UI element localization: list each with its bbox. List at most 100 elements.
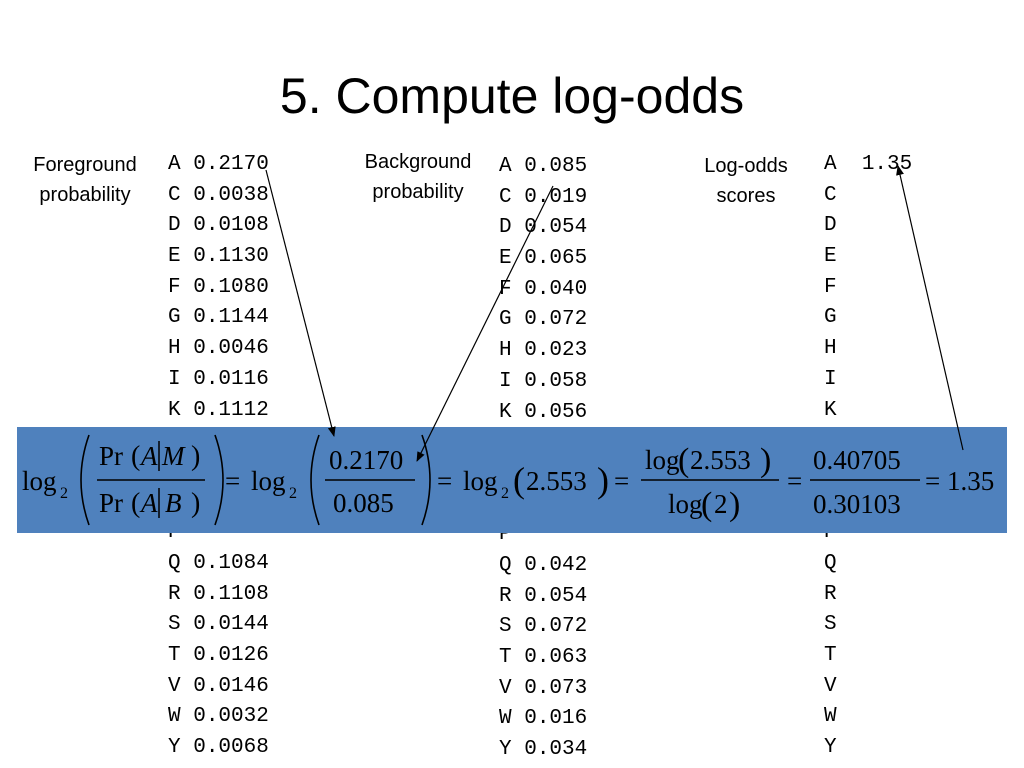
probability-value: 0.0116 bbox=[193, 367, 269, 391]
eq-close-4: ) bbox=[760, 442, 771, 479]
amino-acid-letter: I bbox=[499, 369, 512, 393]
amino-acid-letter: S bbox=[168, 613, 181, 637]
amino-acid-letter: T bbox=[168, 644, 181, 667]
eq-paren-left-1 bbox=[80, 434, 90, 526]
amino-acid-row: V 0.073 bbox=[499, 674, 587, 705]
probability-value: 0.072 bbox=[524, 615, 588, 639]
amino-acid-letter: E bbox=[499, 247, 512, 271]
amino-acid-letter: D bbox=[168, 214, 181, 238]
amino-acid-row: E 0.1130 bbox=[168, 242, 269, 273]
amino-acid-row: T bbox=[824, 641, 912, 672]
amino-acid-letter: Y bbox=[168, 736, 181, 760]
eq-log-3: log bbox=[463, 466, 498, 496]
probability-value: 0.065 bbox=[524, 247, 588, 271]
eq-log-1: log bbox=[22, 466, 57, 496]
eq-ratio-2: 2.553 bbox=[690, 445, 751, 475]
amino-acid-letter: R bbox=[499, 584, 512, 608]
probability-value: 0.0068 bbox=[193, 736, 269, 760]
amino-acid-letter: T bbox=[499, 646, 512, 669]
amino-acid-letter: H bbox=[824, 337, 837, 361]
log-odds-equation: log 2 Pr ( A M ) Pr ( A B ) = log 2 0.21… bbox=[22, 434, 994, 526]
probability-value: 0.0126 bbox=[193, 644, 269, 667]
eq-open-den: ( bbox=[131, 488, 140, 519]
probability-value: 0.058 bbox=[524, 369, 588, 393]
amino-acid-letter: D bbox=[824, 214, 837, 238]
probability-value: 0.1084 bbox=[193, 551, 269, 575]
amino-acid-row: G bbox=[824, 303, 912, 334]
amino-acid-row: F bbox=[824, 273, 912, 304]
amino-acid-letter: W bbox=[168, 705, 181, 729]
eq-b: B bbox=[165, 488, 182, 518]
amino-acid-letter: C bbox=[824, 183, 837, 207]
eq-open-num: ( bbox=[131, 441, 140, 472]
amino-acid-row: F 0.1080 bbox=[168, 273, 269, 304]
amino-acid-row: G 0.072 bbox=[499, 305, 587, 336]
amino-acid-row: A 0.2170 bbox=[168, 150, 269, 181]
probability-value: 0.072 bbox=[524, 308, 588, 332]
probability-value: 0.063 bbox=[524, 646, 588, 669]
eq-base-1: 2 bbox=[60, 485, 68, 502]
amino-acid-row: C 0.019 bbox=[499, 183, 587, 214]
probability-value: 0.2170 bbox=[193, 153, 269, 176]
eq-open-5: ( bbox=[701, 486, 712, 523]
amino-acid-letter: S bbox=[824, 613, 837, 637]
probability-value: 0.073 bbox=[524, 676, 588, 700]
eq-close-den: ) bbox=[191, 488, 200, 519]
probability-value: 0.040 bbox=[524, 277, 588, 301]
amino-acid-row: A 1.35 bbox=[824, 150, 912, 181]
eq-equals-2: = bbox=[437, 466, 452, 496]
amino-acid-letter: Y bbox=[499, 738, 512, 762]
eq-pr-den: Pr bbox=[99, 488, 123, 518]
eq-paren-right-1 bbox=[214, 434, 224, 526]
probability-value: 0.023 bbox=[524, 339, 588, 363]
amino-acid-row: D 0.0108 bbox=[168, 211, 269, 242]
eq-close-5: ) bbox=[729, 486, 740, 523]
amino-acid-row: C 0.0038 bbox=[168, 181, 269, 212]
amino-acid-letter: G bbox=[824, 306, 837, 330]
amino-acid-letter: D bbox=[499, 216, 512, 240]
amino-acid-letter: G bbox=[499, 308, 512, 332]
probability-value: 0.1130 bbox=[193, 245, 269, 269]
amino-acid-row: A 0.085 bbox=[499, 152, 587, 183]
amino-acid-row: S bbox=[824, 610, 912, 641]
amino-acid-row: D bbox=[824, 211, 912, 242]
eq-pr-num: Pr bbox=[99, 441, 123, 471]
amino-acid-row: H bbox=[824, 334, 912, 365]
amino-acid-row: Y bbox=[824, 733, 912, 764]
probability-value: 0.054 bbox=[524, 584, 588, 608]
amino-acid-letter: C bbox=[168, 183, 181, 207]
amino-acid-row: W bbox=[824, 702, 912, 733]
eq-a-num: A bbox=[139, 441, 158, 471]
probability-value: 0.0032 bbox=[193, 705, 269, 729]
probability-value: 0.042 bbox=[524, 553, 588, 577]
amino-acid-letter: I bbox=[168, 367, 181, 391]
amino-acid-letter: F bbox=[824, 275, 837, 299]
equation-banner: log 2 Pr ( A M ) Pr ( A B ) = log 2 0.21… bbox=[17, 427, 1007, 533]
amino-acid-letter: H bbox=[168, 337, 181, 361]
probability-value: 0.0046 bbox=[193, 337, 269, 361]
eq-equals-5: = bbox=[925, 466, 940, 496]
amino-acid-letter: E bbox=[168, 245, 181, 269]
amino-acid-letter: W bbox=[824, 705, 837, 729]
eq-equals-4: = bbox=[787, 466, 802, 496]
eq-open-4: ( bbox=[678, 442, 689, 479]
amino-acid-row: F 0.040 bbox=[499, 275, 587, 306]
amino-acid-row: H 0.0046 bbox=[168, 334, 269, 365]
amino-acid-letter: K bbox=[824, 398, 837, 422]
amino-acid-letter: V bbox=[168, 674, 181, 698]
amino-acid-letter: Q bbox=[168, 551, 181, 575]
amino-acid-letter: Q bbox=[824, 551, 837, 575]
foreground-label-line2: probability bbox=[39, 184, 131, 206]
amino-acid-letter: I bbox=[824, 367, 837, 391]
logodds-label: Log-odds scores bbox=[690, 151, 802, 211]
amino-acid-row: S 0.072 bbox=[499, 612, 587, 643]
probability-value: 0.0146 bbox=[193, 674, 269, 698]
eq-close-num: ) bbox=[191, 441, 200, 472]
amino-acid-row: V bbox=[824, 672, 912, 703]
amino-acid-row: Y 0.0068 bbox=[168, 733, 269, 764]
probability-value: 0.1112 bbox=[193, 398, 269, 422]
amino-acid-row: V 0.0146 bbox=[168, 672, 269, 703]
amino-acid-row: Q bbox=[824, 549, 912, 580]
amino-acid-row: T 0.0126 bbox=[168, 641, 269, 672]
amino-acid-letter: E bbox=[824, 245, 837, 269]
